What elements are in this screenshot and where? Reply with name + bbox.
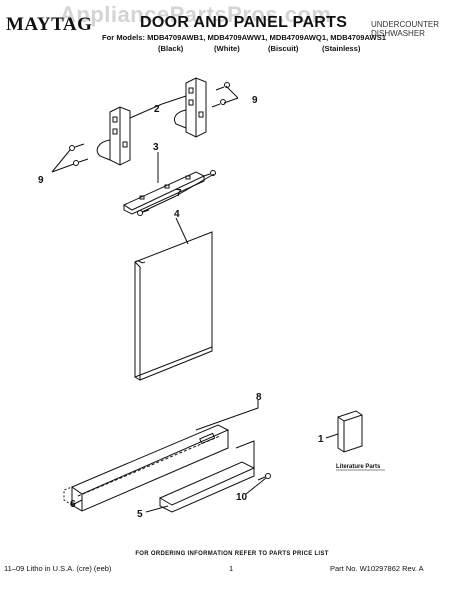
callout-8: 8 <box>256 392 262 403</box>
control-panel <box>63 424 230 512</box>
callout-4: 4 <box>174 209 180 220</box>
callout-9-upper: 9 <box>252 95 258 106</box>
door-panel <box>134 231 213 381</box>
leader-lines <box>51 85 339 513</box>
callout-9-left: 9 <box>38 175 44 186</box>
category-line-1: UNDERCOUNTER <box>371 20 439 29</box>
callout-1: 1 <box>318 434 324 445</box>
watermark: AppliancePartsPros.com <box>60 2 332 27</box>
ordering-note: FOR ORDERING INFORMATION REFER TO PARTS … <box>135 551 329 557</box>
callout-7: 7 <box>176 188 182 199</box>
color-black: (Black) <box>158 44 184 53</box>
hinge-bracket-right <box>173 77 207 138</box>
screw-10 <box>257 473 271 481</box>
door-rail <box>122 171 206 215</box>
color-stainless: (Stainless) <box>322 44 361 53</box>
page-number: 1 <box>229 564 234 573</box>
color-white: (White) <box>214 44 240 53</box>
screw-9-left <box>69 143 89 166</box>
callout-3: 3 <box>153 142 159 153</box>
literature-label: Literature Parts <box>336 464 381 470</box>
callout-6: 6 <box>70 499 76 510</box>
callout-2: 2 <box>154 104 160 115</box>
color-biscuit: (Biscuit) <box>268 44 299 53</box>
callout-5: 5 <box>137 509 143 520</box>
callout-10: 10 <box>236 492 248 503</box>
litho-info: 11–09 Litho in U.S.A. (cre) (eeb) <box>4 564 112 573</box>
literature-booklet <box>337 410 363 453</box>
lower-trim <box>158 440 256 513</box>
hinge-bracket-left <box>96 106 131 166</box>
screw-7 <box>137 170 216 216</box>
part-number: Part No. W10297862 Rev. A <box>330 564 424 573</box>
page-title: DOOR AND PANEL PARTS <box>140 14 348 31</box>
brand-logo: MAYTAG <box>6 14 93 35</box>
model-list: For Models: MDB4709AWB1, MDB4709AWW1, MD… <box>102 33 386 42</box>
category-line-2: DISHWASHER <box>371 29 425 38</box>
